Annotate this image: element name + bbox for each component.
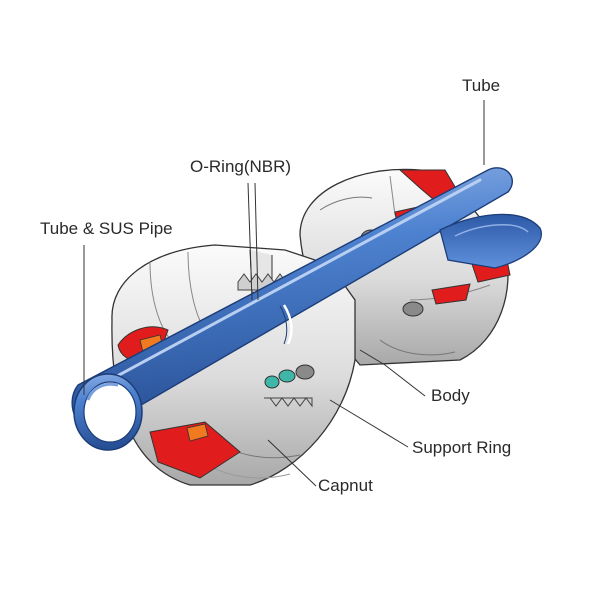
label-support-ring: Support Ring <box>412 438 512 457</box>
leader-body <box>359 349 426 397</box>
leader-lines <box>83 100 485 487</box>
thread-lower <box>264 397 313 408</box>
label-o-ring: O-Ring(NBR) <box>190 157 292 176</box>
label-capnut: Capnut <box>318 476 373 495</box>
leader-capnut <box>267 439 317 487</box>
label-tube: Tube <box>462 76 501 95</box>
red-section-left-lower <box>149 421 241 479</box>
tube <box>71 167 543 451</box>
label-body: Body <box>431 386 470 405</box>
leader-support-ring <box>329 399 409 448</box>
leader-oring-1 <box>247 182 253 301</box>
orange-tab <box>186 423 209 442</box>
leader-oring-2 <box>254 182 259 301</box>
red-section-right-low2 <box>431 283 471 305</box>
label-tube-sus-pipe: Tube & SUS Pipe <box>40 219 173 238</box>
